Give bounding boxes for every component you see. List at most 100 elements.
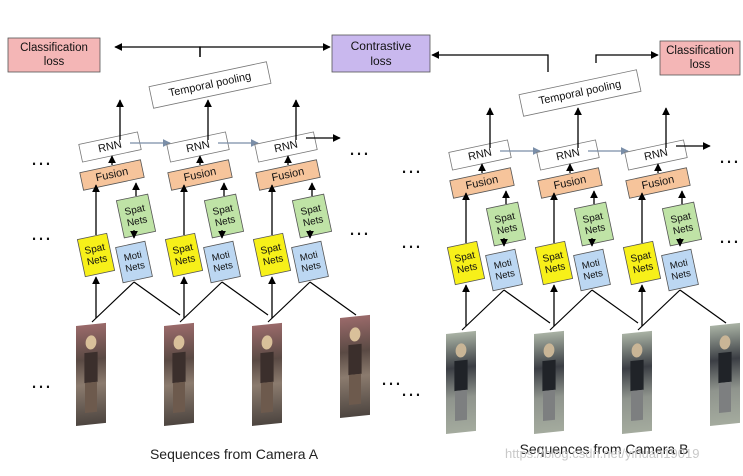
svg-text:Spat: Spat [260, 242, 283, 257]
svg-text:Moti: Moti [581, 257, 601, 271]
cam-b-dots-frames: … [400, 376, 422, 401]
svg-text:Nets: Nets [124, 260, 146, 275]
svg-text:Nets: Nets [544, 261, 566, 276]
svg-text:Nets: Nets [262, 253, 284, 268]
cam-a-pair-line-a-3 [267, 281, 311, 323]
svg-text:Nets: Nets [214, 214, 236, 229]
cam-a-frame-2 [164, 322, 194, 426]
svg-text:RNN: RNN [97, 139, 123, 156]
svg-text:Nets: Nets [672, 222, 694, 237]
cam-a-moti-nets-1 [115, 240, 153, 284]
cam-b-pair-line-a-2 [549, 289, 593, 331]
cam-b-spat-nets-1 [446, 240, 486, 286]
svg-text:Nets: Nets [496, 222, 518, 237]
svg-text:RNN: RNN [555, 147, 581, 164]
svg-text:Nets: Nets [212, 260, 234, 275]
cam-a-spat-nets-green-1 [115, 193, 157, 239]
contrastive-loss-line1: Contrastive [351, 39, 412, 53]
svg-text:Nets: Nets [632, 261, 654, 276]
contrastive-loss: Contrastive loss [331, 34, 431, 73]
svg-text:RNN: RNN [185, 139, 211, 156]
cam-a-rnn-label-3: RNN [273, 139, 299, 156]
svg-text:Nets: Nets [126, 214, 148, 229]
cam-b-fusion-1 [449, 167, 515, 199]
svg-text:Moti: Moti [123, 249, 143, 263]
svg-text:Moti: Moti [211, 249, 231, 263]
svg-text:Spat: Spat [630, 250, 653, 265]
cam-b-spat-nets-3 [622, 240, 662, 286]
cam-b-frame-1 [446, 330, 476, 434]
cam-b-dots-nets-right: … [718, 223, 740, 248]
svg-text:Spat: Spat [582, 211, 605, 226]
cam-b-spat-nets-green-3 [661, 201, 703, 247]
cam-a-spat-nets-3 [252, 232, 292, 278]
svg-text:Spat: Spat [454, 250, 477, 265]
svg-text:Spat: Spat [542, 250, 565, 265]
svg-text:Nets: Nets [582, 268, 604, 283]
cam-a-pair-line-b-2 [221, 281, 269, 316]
cam-a-spat-nets-green-3 [291, 193, 333, 239]
svg-text:Nets: Nets [300, 260, 322, 275]
svg-text:Spat: Spat [124, 203, 147, 218]
cam-a-frame-3 [252, 322, 282, 426]
cam-b-spat-nets-green-1 [485, 201, 527, 247]
cam-a-rnn-label-2: RNN [185, 139, 211, 156]
cam-b-pair-line-b-3 [679, 289, 727, 324]
svg-text:Spat: Spat [212, 203, 235, 218]
caption-camera-a: Sequences from Camera A [150, 446, 319, 462]
cam-a-spat-nets-2 [164, 232, 204, 278]
cam-a-fusion-1 [79, 159, 145, 191]
cam-b-moti-nets-3 [661, 248, 699, 292]
svg-text:Nets: Nets [670, 268, 692, 283]
svg-text:Nets: Nets [494, 268, 516, 283]
classification-loss-right-line1: Classification [666, 45, 734, 57]
cam-a-dots-nets-right: … [348, 215, 370, 240]
cam-a-pair-line-a-2 [179, 281, 223, 323]
svg-text:RNN: RNN [467, 147, 493, 164]
watermark: https://blog.csdn.net/yihuan19019 [505, 446, 700, 461]
cam-b-pair-line-b-2 [591, 289, 639, 324]
cam-b-frame-2 [534, 330, 564, 434]
cam-b-moti-nets-1 [485, 248, 523, 292]
svg-text:Spat: Spat [494, 211, 517, 226]
svg-text:Nets: Nets [456, 261, 478, 276]
cam-a-frame-4 [340, 314, 370, 418]
cam-a-spat-nets-green-2 [203, 193, 245, 239]
cam-a-fusion-2 [167, 159, 233, 191]
cam-a-pair-line-b-3 [309, 281, 357, 316]
cam-b-temporal-pooling [518, 69, 642, 117]
camera-a-branch: Temporal poolingRNNFusionSpatNetsSpatNet… [30, 61, 402, 426]
cam-a-pair-line-a-1 [91, 281, 135, 323]
svg-text:Moti: Moti [493, 257, 513, 271]
svg-text:Spat: Spat [84, 242, 107, 257]
svg-text:Nets: Nets [584, 222, 606, 237]
cam-a-frame-1 [76, 322, 106, 426]
top-connectors [114, 43, 659, 72]
cam-b-pair-line-a-1 [461, 289, 505, 331]
cam-b-dots-rnn: … [400, 153, 422, 178]
cam-a-pair-line-b-1 [133, 281, 181, 316]
cam-b-pair-line-b-1 [503, 289, 551, 324]
svg-text:Nets: Nets [86, 253, 108, 268]
caption-camera-b: Sequences from Camera B [520, 441, 689, 457]
contrastive-loss-line2: loss [370, 54, 391, 68]
cam-a-dots-nets: … [30, 220, 52, 245]
cam-a-moti-nets-3 [291, 240, 329, 284]
cam-a-dots-frames: … [30, 368, 52, 393]
cam-b-fusion-2 [537, 167, 603, 199]
